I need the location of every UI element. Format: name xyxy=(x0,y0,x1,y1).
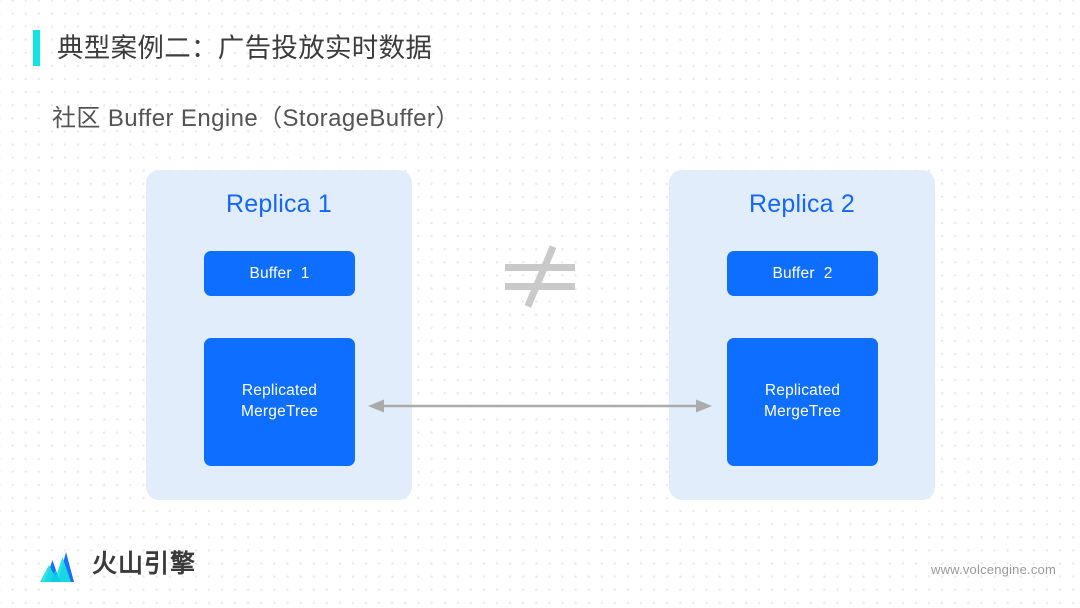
not-equal-icon xyxy=(491,243,589,309)
replica-panel-2-title: Replica 2 xyxy=(748,190,856,218)
brand-logo: 火山引擎 xyxy=(38,546,196,582)
subtitle-text: 社区 Buffer Engine（StorageBuffer） xyxy=(52,105,460,132)
merge-tree-node-1-line1: Replicated xyxy=(241,382,318,400)
buffer-node-2: Buffer 2 xyxy=(727,251,878,296)
title-text: 典型案例二：广告投放实时数据 xyxy=(57,32,433,63)
volcano-mountain-icon xyxy=(40,552,74,582)
footer-url: www.volcengine.com xyxy=(931,562,1056,577)
merge-tree-node-2-line1: Replicated xyxy=(764,382,841,400)
buffer-node-1: Buffer 1 xyxy=(204,251,355,296)
brand-name: 火山引擎 xyxy=(92,549,197,578)
merge-tree-node-2-line2: MergeTree xyxy=(763,403,842,420)
replication-arrow-icon xyxy=(368,399,712,413)
title-accent-bar xyxy=(33,30,40,66)
merge-tree-node-2: Replicated MergeTree xyxy=(727,338,878,466)
replica-panel-1-title: Replica 1 xyxy=(225,190,333,218)
merge-tree-node-1: Replicated MergeTree xyxy=(204,338,355,466)
page-title: 典型案例二：广告投放实时数据 xyxy=(33,30,432,66)
replica-panel-1: Replica 1 Buffer 1 Replicated MergeTree xyxy=(146,170,412,500)
replica-panel-2: Replica 2 Buffer 2 Replicated MergeTree xyxy=(669,170,935,500)
merge-tree-node-1-line2: MergeTree xyxy=(240,403,319,420)
